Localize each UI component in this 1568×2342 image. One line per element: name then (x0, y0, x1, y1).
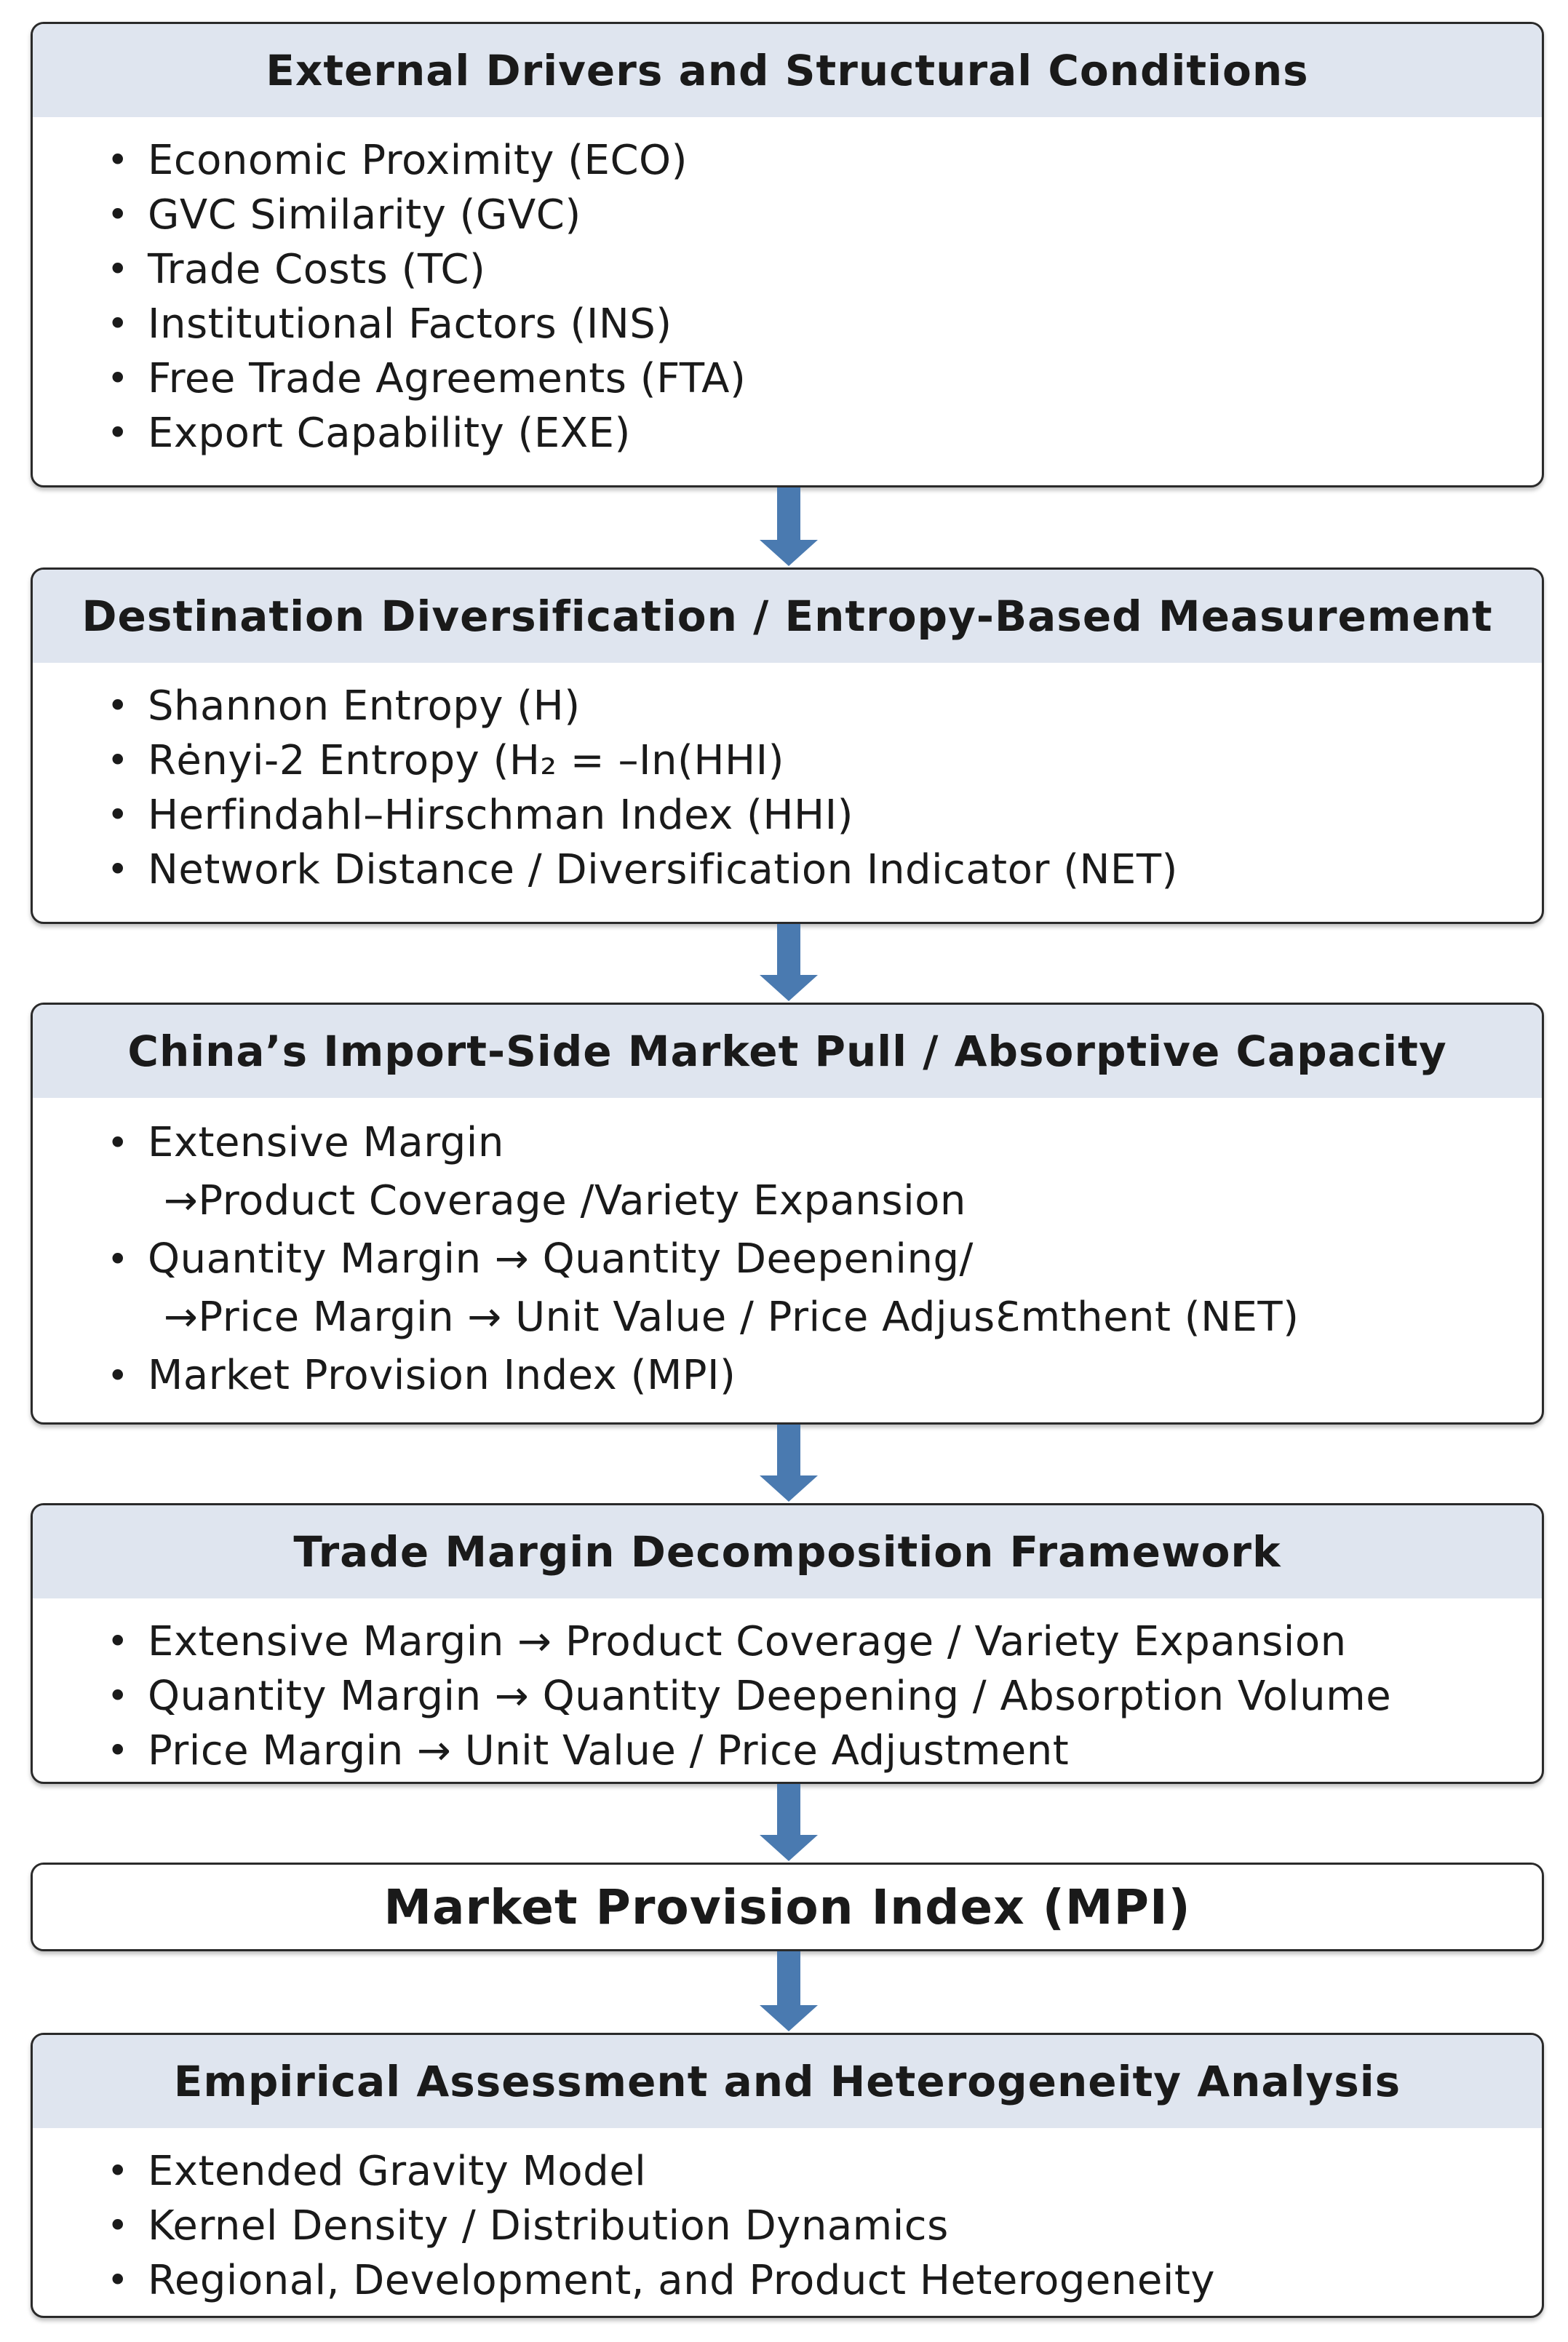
list-item: Extended Gravity Model (33, 2144, 1542, 2199)
bullet-list: Shannon Entropy (H) Rėnyi-2 Entropy (H₂ … (33, 663, 1542, 897)
list-item: Market Provision Index (MPI) (33, 1347, 1542, 1405)
list-item: Rėnyi-2 Entropy (H₂ = –In(HHI) (33, 733, 1542, 788)
market-provision-index-box: Market Provision Index (MPI) (31, 1863, 1544, 1951)
list-item: Price Margin → Unit Value / Price Adjust… (33, 1724, 1542, 1778)
down-arrow-icon (760, 1784, 818, 1861)
box-title: Trade Margin Decomposition Framework (33, 1505, 1542, 1598)
external-drivers-box: External Drivers and Structural Conditio… (31, 22, 1544, 487)
list-item-continuation: →Product Coverage /Variety Expansion (164, 1177, 966, 1224)
list-item: Institutional Factors (INS) (33, 297, 1542, 351)
destination-diversification-box: Destination Diversification / Entropy-Ba… (31, 567, 1544, 924)
list-item: Quantity Margin → Quantity Deepening/ (33, 1230, 1542, 1289)
bullet-list: Economic Proximity (ECO) GVC Similarity … (33, 117, 1542, 461)
box-title: Empirical Assessment and Heterogeneity A… (33, 2035, 1542, 2128)
list-item: Economic Proximity (ECO) (33, 133, 1542, 188)
list-item: Shannon Entropy (H) (33, 679, 1542, 733)
list-item: Export Capability (EXE) (33, 406, 1542, 461)
list-item: Herfindahl–Hirschman Index (HHI) (33, 788, 1542, 843)
down-arrow-icon (760, 1951, 818, 2031)
bullet-list: Extended Gravity Model Kernel Density / … (33, 2128, 1542, 2308)
down-arrow-icon (760, 924, 818, 1001)
box-title: Market Provision Index (MPI) (33, 1865, 1542, 1949)
down-arrow-icon (760, 487, 818, 566)
import-side-market-pull-box: China’s Import-Side Market Pull / Absorp… (31, 1003, 1544, 1425)
list-item: Kernel Density / Distribution Dynamics (33, 2199, 1542, 2253)
trade-margin-decomposition-box: Trade Margin Decomposition Framework Ext… (31, 1503, 1544, 1784)
bullet-list: Extensive Margin →Product Coverage /Vari… (33, 1098, 1542, 1405)
list-item: Extensive Margin → Product Coverage / Va… (33, 1614, 1542, 1669)
list-item: Network Distance / Diversification Indic… (33, 843, 1542, 897)
list-item: Quantity Margin → Quantity Deepening / A… (33, 1669, 1542, 1724)
down-arrow-icon (760, 1425, 818, 1502)
list-item: GVC Similarity (GVC) (33, 188, 1542, 242)
bullet-list: Extensive Margin → Product Coverage / Va… (33, 1598, 1542, 1778)
box-title: China’s Import-Side Market Pull / Absorp… (33, 1005, 1542, 1098)
list-item: Free Trade Agreements (FTA) (33, 351, 1542, 406)
empirical-assessment-box: Empirical Assessment and Heterogeneity A… (31, 2033, 1544, 2318)
box-title: External Drivers and Structural Conditio… (33, 24, 1542, 117)
list-item: Extensive Margin (33, 1114, 1542, 1172)
list-item: Trade Costs (TC) (33, 242, 1542, 297)
list-item: Regional, Development, and Product Heter… (33, 2253, 1542, 2308)
list-item-continuation: →Price Margin → Unit Value / Price Adjus… (164, 1294, 1300, 1341)
box-title: Destination Diversification / Entropy-Ba… (33, 570, 1542, 663)
